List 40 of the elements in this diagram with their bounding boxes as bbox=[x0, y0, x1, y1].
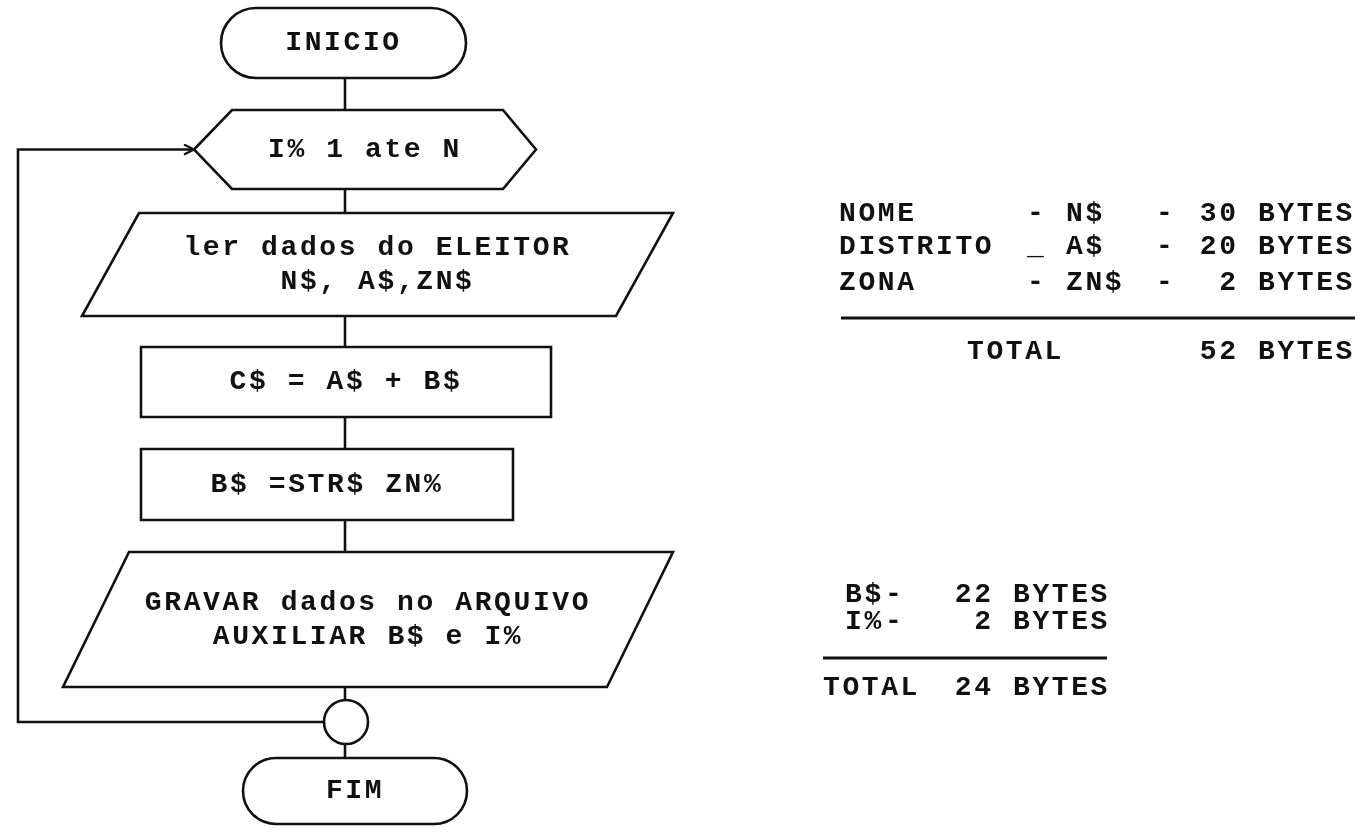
flow-line bbox=[343, 316, 347, 347]
dash: - bbox=[1156, 266, 1176, 300]
node-text: C$ = A$ + B$ bbox=[229, 365, 463, 399]
dash: - bbox=[1027, 197, 1047, 231]
node-text: FIM bbox=[325, 774, 385, 808]
node-text: B$ =STR$ ZN% bbox=[210, 467, 444, 502]
connector-circle bbox=[324, 700, 368, 744]
loop-hexagon bbox=[194, 110, 536, 189]
input-output-parallelogram bbox=[63, 552, 673, 687]
field-name: ZONA bbox=[839, 266, 917, 300]
terminal-shape bbox=[243, 758, 467, 824]
dash: - bbox=[1156, 230, 1176, 264]
flow-line bbox=[343, 78, 347, 110]
byte-size: 2 BYTES bbox=[1219, 266, 1355, 300]
input-output-parallelogram bbox=[82, 213, 673, 316]
variable-name: ZN$ bbox=[1066, 266, 1125, 300]
variable-name: N$ bbox=[1066, 197, 1105, 231]
total-label: TOTAL bbox=[823, 671, 920, 705]
node-text: ler dados do ELEITOR N$, A$,ZN$ bbox=[182, 230, 573, 299]
dash: - bbox=[1027, 266, 1047, 300]
process-box bbox=[141, 449, 513, 520]
flow-arrow bbox=[16, 143, 324, 724]
node-text: I% 1 ate N bbox=[268, 132, 462, 167]
byte-size: 30 BYTES bbox=[1199, 197, 1355, 231]
field-name: DISTRITO bbox=[839, 230, 995, 264]
total-label: TOTAL bbox=[967, 335, 1064, 369]
flow-line bbox=[343, 417, 347, 449]
total-size: 52 BYTES bbox=[1199, 335, 1355, 369]
byte-size: 20 BYTES bbox=[1199, 230, 1355, 264]
dash: _ bbox=[1027, 230, 1047, 264]
process-box bbox=[141, 347, 551, 417]
total-size: 24 BYTES bbox=[954, 671, 1110, 705]
variable-name: A$ bbox=[1066, 230, 1105, 264]
terminal-shape bbox=[221, 8, 466, 78]
node-text: INICIO bbox=[285, 26, 402, 60]
field-name: NOME bbox=[839, 197, 917, 231]
node-text: GRAVAR dados no ARQUIVO AUXILIAR B$ e I% bbox=[143, 585, 593, 654]
flow-line bbox=[343, 520, 347, 552]
flow-line bbox=[343, 189, 347, 213]
dash: - bbox=[1156, 197, 1176, 231]
